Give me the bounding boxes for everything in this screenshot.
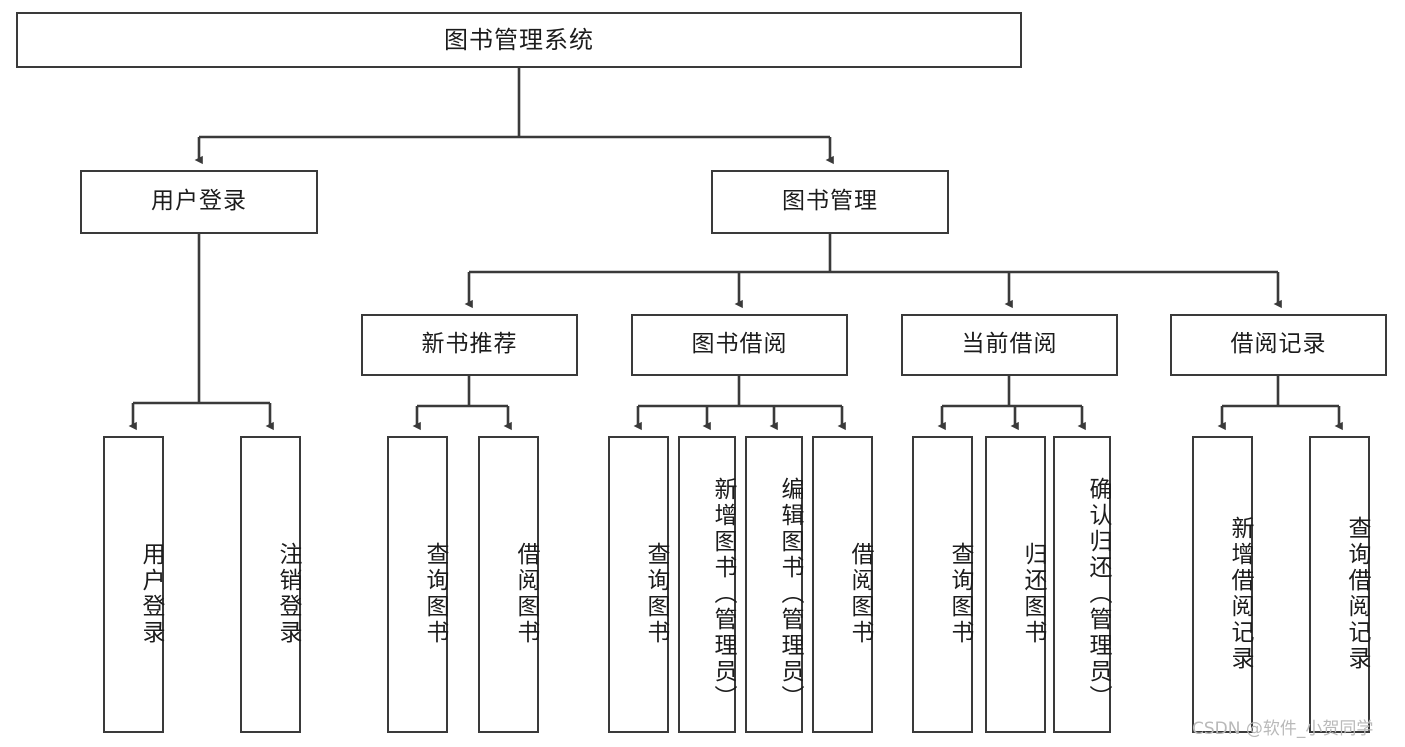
node-user-login[interactable]: 用户登录: [80, 170, 318, 234]
node-current-borrow[interactable]: 当前借阅: [901, 314, 1118, 376]
leaf-label: 借阅图书: [513, 541, 539, 646]
leaf-label: 用户登录: [138, 541, 164, 646]
node-new-book-recommend[interactable]: 新书推荐: [361, 314, 578, 376]
node-leaf-edit-book-admin[interactable]: 编辑图书（管理员）: [745, 436, 803, 733]
leaf-label: 查询图书: [947, 541, 973, 646]
node-leaf-borrow-book-2[interactable]: 借阅图书: [812, 436, 873, 733]
node-leaf-query-borrow-record[interactable]: 查询借阅记录: [1309, 436, 1370, 733]
leaf-label: 查询图书: [422, 541, 448, 646]
node-leaf-borrow-book-1[interactable]: 借阅图书: [478, 436, 539, 733]
node-leaf-logout[interactable]: 注销登录: [240, 436, 301, 733]
node-leaf-user-login[interactable]: 用户登录: [103, 436, 164, 733]
leaf-label: 查询图书: [643, 541, 669, 646]
leaf-label: 注销登录: [275, 541, 301, 646]
leaf-label: 新增借阅记录: [1227, 515, 1253, 672]
leaf-label: 确认归还（管理员）: [1085, 476, 1111, 711]
node-book-borrow[interactable]: 图书借阅: [631, 314, 848, 376]
leaf-label: 新增图书（管理员）: [710, 476, 736, 711]
node-root-system[interactable]: 图书管理系统: [16, 12, 1022, 68]
leaf-label: 查询借阅记录: [1344, 515, 1370, 672]
node-leaf-query-book-2[interactable]: 查询图书: [608, 436, 669, 733]
node-leaf-add-book-admin[interactable]: 新增图书（管理员）: [678, 436, 736, 733]
node-leaf-return-book[interactable]: 归还图书: [985, 436, 1046, 733]
node-leaf-confirm-return-admin[interactable]: 确认归还（管理员）: [1053, 436, 1111, 733]
leaf-label: 归还图书: [1020, 541, 1046, 646]
csdn-watermark: CSDN @软件_小贺同学: [1192, 719, 1374, 739]
node-borrow-record[interactable]: 借阅记录: [1170, 314, 1387, 376]
node-leaf-add-borrow-record[interactable]: 新增借阅记录: [1192, 436, 1253, 733]
leaf-label: 借阅图书: [847, 541, 873, 646]
node-book-manage[interactable]: 图书管理: [711, 170, 949, 234]
node-leaf-query-book-3[interactable]: 查询图书: [912, 436, 973, 733]
leaf-label: 编辑图书（管理员）: [777, 476, 803, 711]
node-leaf-query-book-1[interactable]: 查询图书: [387, 436, 448, 733]
